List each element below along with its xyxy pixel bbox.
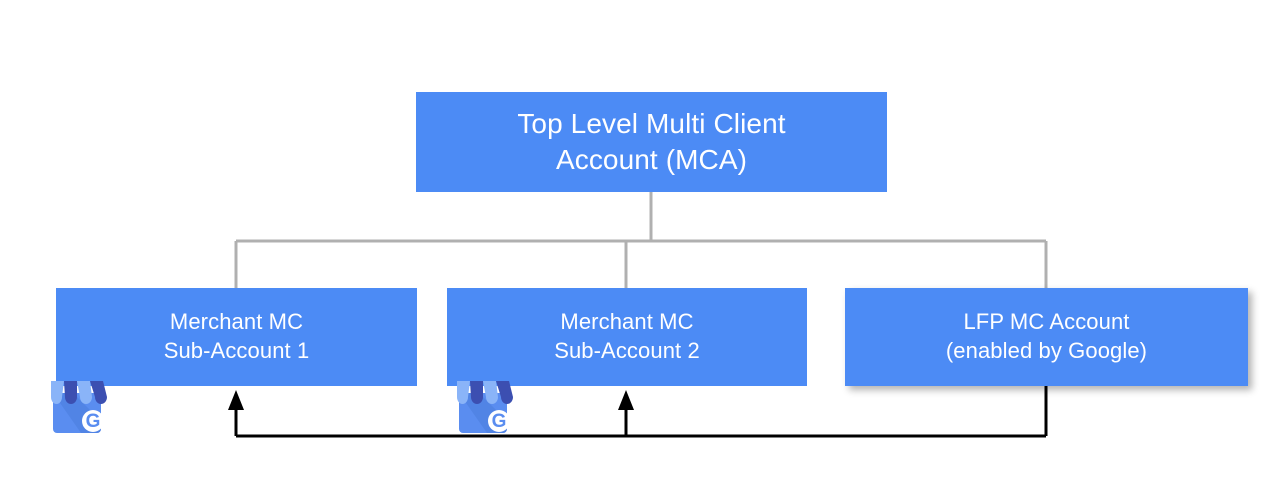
arrowhead-to-sub1 [228, 390, 244, 410]
node-mca-line2: Account (MCA) [555, 144, 748, 175]
node-merchant-sub-account-2[interactable]: Merchant MC Sub-Account 2 [447, 288, 807, 386]
node-sub2-line1: Merchant MC [560, 309, 694, 335]
feedback-connectors [234, 386, 1048, 438]
google-business-profile-icon: G [457, 381, 513, 433]
node-sub1-line1: Merchant MC [169, 309, 304, 335]
arrowhead-to-sub2 [618, 390, 634, 410]
tree-connectors [234, 192, 1048, 289]
node-lfp-line1: LFP MC Account [963, 309, 1130, 335]
gbp-icon-letter: G [492, 411, 507, 432]
node-sub2-line2: Sub-Account 2 [554, 338, 700, 363]
node-lfp-line2: (enabled by Google) [945, 338, 1148, 363]
feedback-arrowheads [228, 390, 634, 410]
google-business-profile-icon: G [51, 381, 107, 433]
node-merchant-sub-account-1[interactable]: Merchant MC Sub-Account 1 [56, 288, 417, 386]
gbp-icon-letter: G [86, 411, 101, 432]
node-lfp-mc-account[interactable]: LFP MC Account (enabled by Google) [845, 288, 1248, 386]
node-top-level-mca[interactable]: Top Level Multi Client Account (MCA) [416, 92, 887, 192]
node-sub1-line2: Sub-Account 1 [163, 338, 310, 363]
node-mca-line1: Top Level Multi Client [517, 107, 786, 139]
